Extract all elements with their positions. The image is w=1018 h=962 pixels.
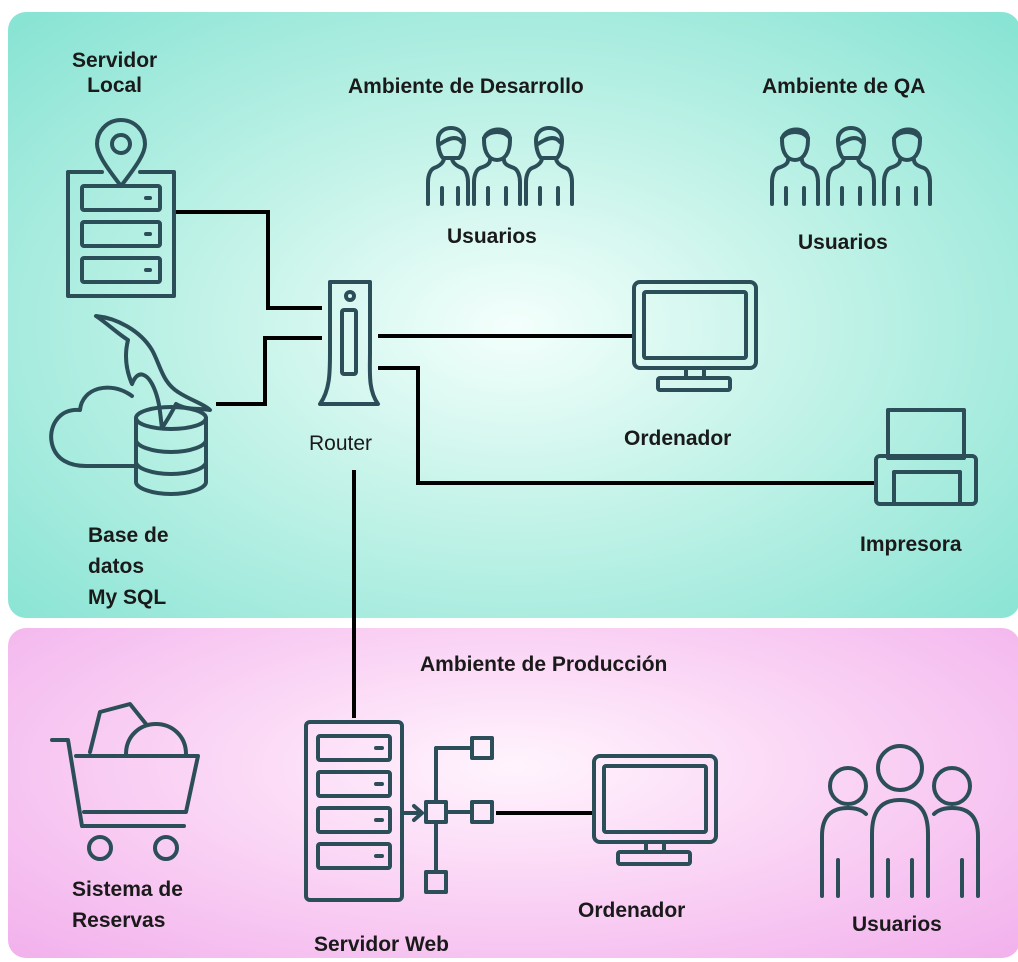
router-to-printer-line [378,366,876,485]
monitor-icon-bottom [592,754,718,866]
development-users-label: Usuarios [447,225,537,248]
web-server-icon [304,720,494,902]
printer-icon [874,408,978,506]
production-users-icon [820,744,980,898]
computer-top-label: Ordenador [624,427,732,450]
printer-label: Impresora [860,533,962,556]
production-users-label: Usuarios [852,913,942,936]
mysql-database-icon [49,314,212,496]
connections [176,210,876,815]
qa-users-label: Usuarios [798,231,888,254]
development-qa-zone [8,12,1018,618]
router-icon [318,280,380,406]
server-location-icon [66,118,176,298]
production-zone [8,628,1018,958]
router-label: Router [309,432,373,455]
production-zone-title: Ambiente de Producción [420,653,668,676]
computer-bottom-label: Ordenador [578,899,686,922]
database-to-router-line [216,336,322,406]
local-server-to-router-line [176,210,322,310]
web-server-label: Servidor Web [314,933,449,956]
development-zone-title: Ambiente de Desarrollo [348,75,584,98]
qa-users-icon [770,126,932,206]
qa-zone-title: Ambiente de QA [762,75,926,98]
shopping-cart-icon [50,702,200,861]
development-users-icon [426,126,574,206]
monitor-icon [632,280,758,392]
